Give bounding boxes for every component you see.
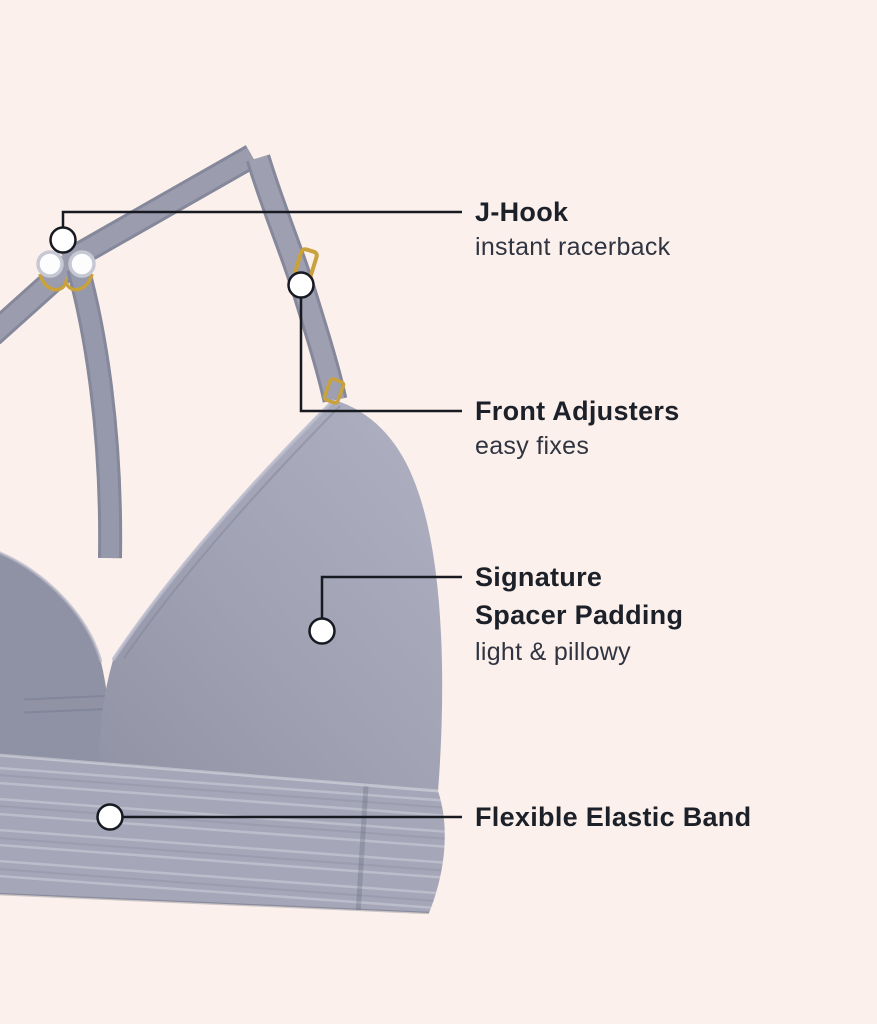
elastic-band <box>0 753 445 915</box>
callout-subtitle-spacer-padding: light & pillowy <box>475 638 631 666</box>
callout-front-adjusters: Front Adjusters easy fixes <box>475 392 680 462</box>
callout-j-hook: J-Hook instant racerback <box>475 193 670 263</box>
callout-line-spacer-padding <box>320 575 462 631</box>
callout-marker-elastic-band <box>96 803 124 831</box>
callout-line-front-adjusters <box>299 285 462 413</box>
callout-marker-front-adjusters <box>287 271 315 299</box>
callout-elastic-band: Flexible Elastic Band <box>475 798 751 836</box>
callout-title-spacer-padding-line1: Signature <box>475 562 603 592</box>
right-cup <box>99 398 443 792</box>
j-hook-rings <box>36 250 96 292</box>
left-cup <box>0 551 111 766</box>
callout-marker-j-hook <box>49 226 77 254</box>
callout-title-j-hook: J-Hook <box>475 197 569 227</box>
callout-spacer-padding: Signature Spacer Padding light & pillowy <box>475 558 683 668</box>
callout-title-spacer-padding-line2: Spacer Padding <box>475 600 684 630</box>
callout-subtitle-j-hook: instant racerback <box>475 233 671 261</box>
callout-markers <box>49 226 336 831</box>
callout-subtitle-front-adjusters: easy fixes <box>475 432 590 460</box>
callout-title-front-adjusters: Front Adjusters <box>475 396 680 426</box>
callout-title-elastic-band: Flexible Elastic Band <box>475 802 752 832</box>
callout-marker-spacer-padding <box>308 617 336 645</box>
